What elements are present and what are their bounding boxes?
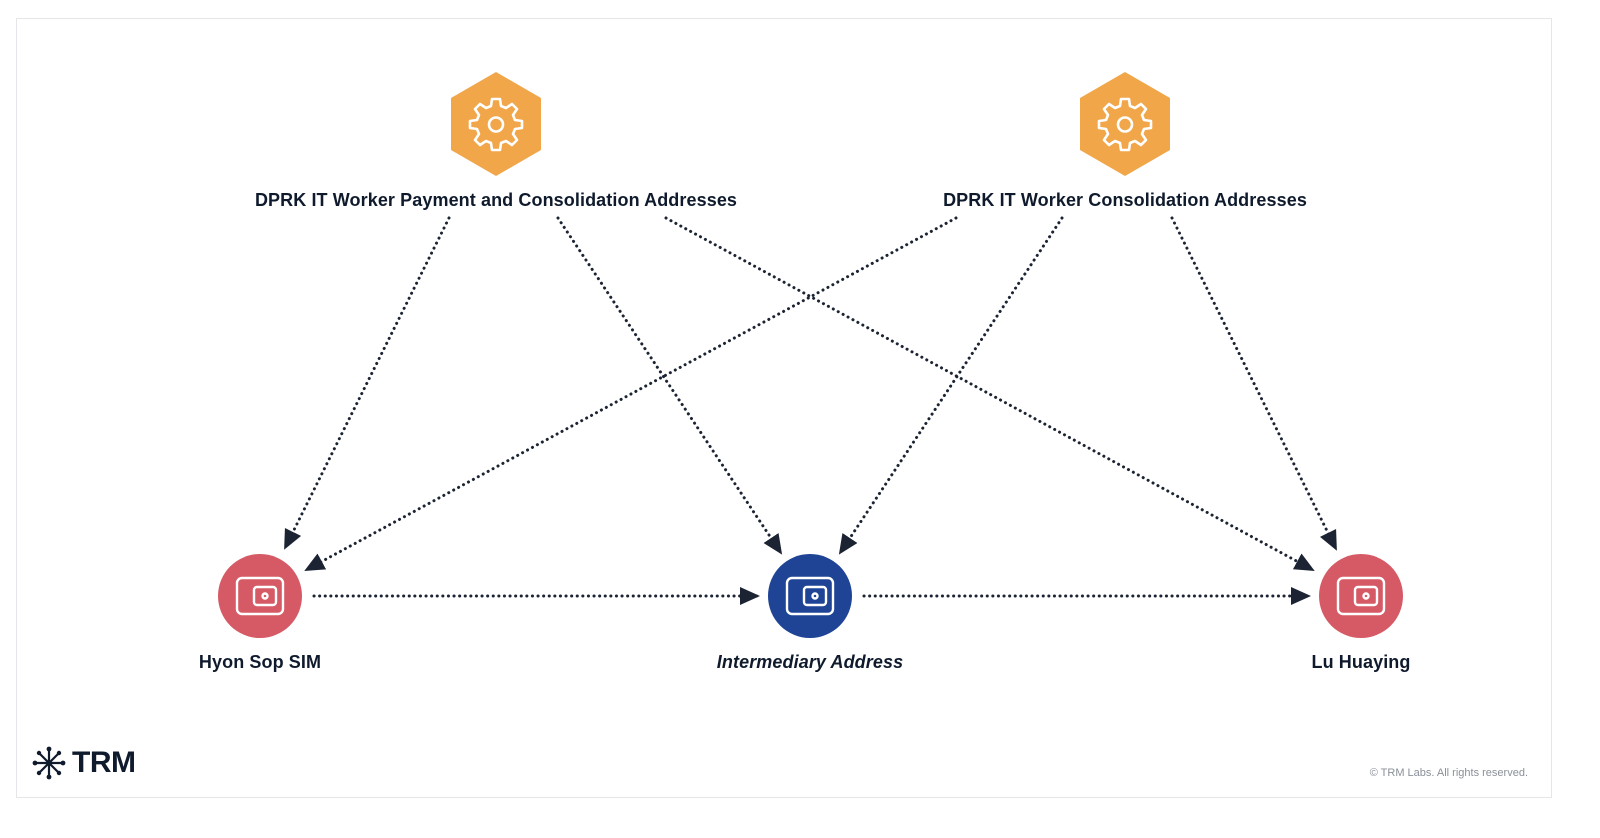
hexagon-shape xyxy=(451,72,541,176)
edge-payment-to-hyon xyxy=(283,216,451,550)
wallet-label-lu: Lu Huaying xyxy=(1311,652,1411,672)
source-node-payment xyxy=(451,72,541,176)
wallet-icon xyxy=(235,576,285,616)
source-label-payment: DPRK IT Worker Payment and Consolidation… xyxy=(254,190,738,210)
wallet-node-lu xyxy=(1319,554,1403,638)
gear-icon xyxy=(1097,97,1153,152)
trm-asterisk-logo-icon xyxy=(32,746,66,780)
wallet-node-intermediary xyxy=(768,554,852,638)
edge-payment-to-lu xyxy=(664,216,1315,572)
wallet-label-hyon: Hyon Sop SIM xyxy=(198,652,322,672)
brand-name: TRM xyxy=(72,746,136,779)
node-circle xyxy=(768,554,852,638)
copyright-text: © TRM Labs. All rights reserved. xyxy=(1369,767,1528,779)
hexagon-shape xyxy=(1080,72,1170,176)
wallet-icon xyxy=(785,576,835,616)
gear-icon xyxy=(468,97,524,152)
edge-payment-to-intermediary xyxy=(556,216,783,555)
edge-consolidation-to-lu xyxy=(1170,216,1338,551)
edge-consolidation-to-intermediary xyxy=(838,216,1064,555)
node-circle xyxy=(218,554,302,638)
edges-layer xyxy=(283,216,1338,605)
source-label-consolidation: DPRK IT Worker Consolidation Addresses xyxy=(943,190,1307,210)
diagram-frame xyxy=(16,18,1552,798)
wallet-icon xyxy=(1336,576,1386,616)
wallet-label-intermediary: Intermediary Address xyxy=(716,652,904,672)
node-circle xyxy=(1319,554,1403,638)
source-node-consolidation xyxy=(1080,72,1170,176)
trm-brand: TRM xyxy=(32,746,136,780)
edge-consolidation-to-hyon xyxy=(304,216,958,572)
wallet-node-hyon xyxy=(218,554,302,638)
